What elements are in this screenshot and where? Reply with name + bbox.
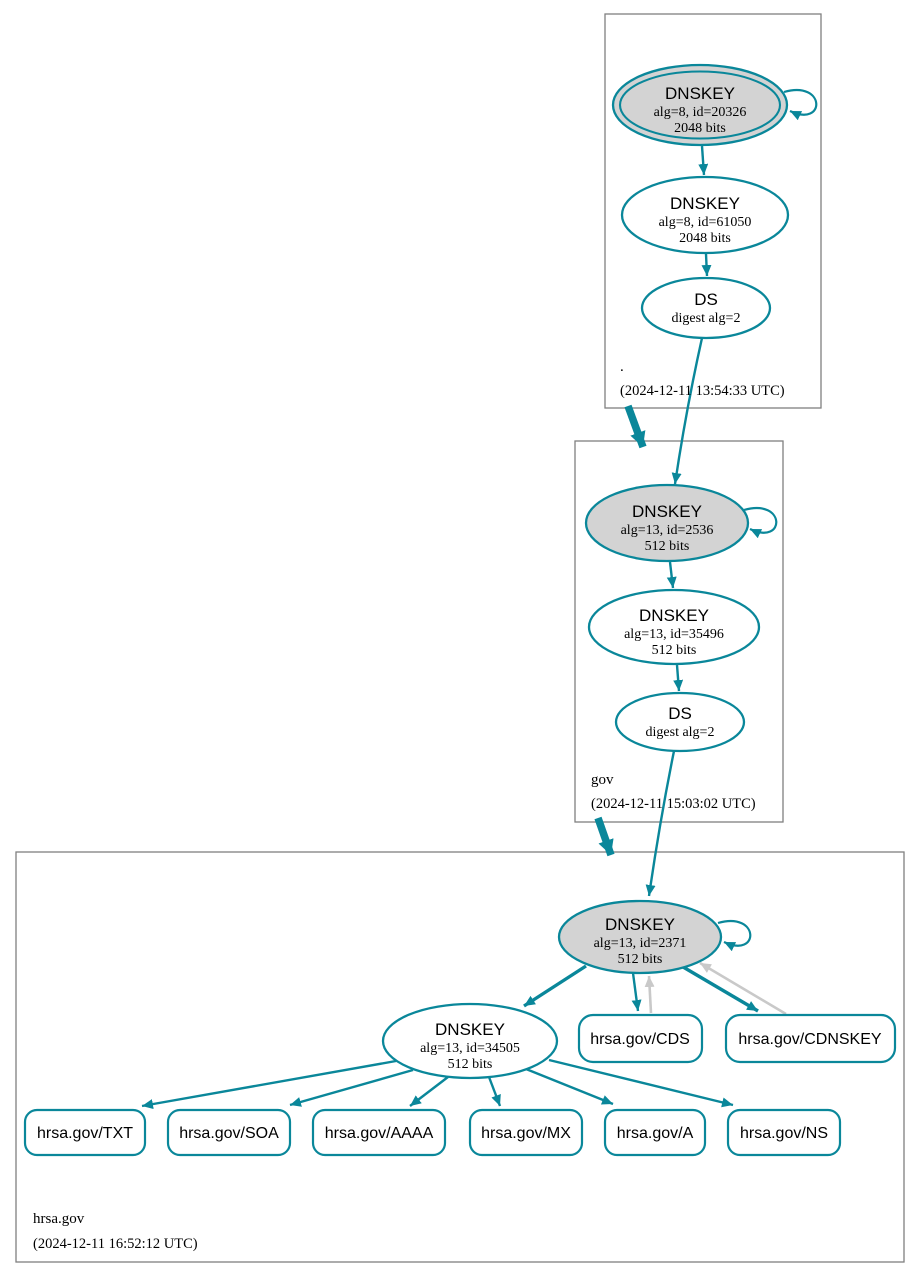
- node-hrsa-zsk-type: DNSKEY: [435, 1020, 505, 1039]
- edge-delegation-root-to-gov: [624, 404, 647, 449]
- node-root-ksk-alg: alg=8, id=20326: [654, 105, 747, 120]
- node-root-ds-digest: digest alg=2: [672, 311, 741, 326]
- node-gov-zsk[interactable]: DNSKEY alg=13, id=35496 512 bits: [587, 588, 761, 666]
- edge-hrsa-ksk-signs-zsk: [523, 964, 587, 1008]
- edge-zsk-signs-aaaa: [409, 1076, 449, 1107]
- node-hrsa-zsk-bits: 512 bits: [448, 1057, 493, 1072]
- node-hrsa-ksk[interactable]: DNSKEY alg=13, id=2371 512 bits: [557, 899, 723, 975]
- node-hrsa-ksk-bits: 512 bits: [618, 952, 663, 967]
- node-hrsa-aaaa[interactable]: hrsa.gov/AAAA: [311, 1108, 447, 1157]
- edge-hrsa-ksk-signs-cds: [631, 972, 642, 1012]
- node-root-ds-type: DS: [694, 290, 718, 309]
- node-hrsa-txt[interactable]: hrsa.gov/TXT: [23, 1108, 147, 1157]
- node-hrsa-ns-label: hrsa.gov/NS: [740, 1125, 828, 1142]
- node-hrsa-ksk-alg: alg=13, id=2371: [594, 936, 687, 951]
- node-hrsa-cdnskey[interactable]: hrsa.gov/CDNSKEY: [724, 1013, 897, 1064]
- zone-timestamp-root: (2024-12-11 13:54:33 UTC): [620, 383, 785, 399]
- node-hrsa-a[interactable]: hrsa.gov/A: [603, 1108, 707, 1157]
- node-hrsa-soa[interactable]: hrsa.gov/SOA: [166, 1108, 292, 1157]
- node-root-ksk[interactable]: DNSKEY alg=8, id=20326 2048 bits: [611, 63, 789, 147]
- node-hrsa-a-label: hrsa.gov/A: [617, 1125, 694, 1142]
- zone-label-hrsa-gov: hrsa.gov: [33, 1211, 85, 1227]
- node-hrsa-cdnskey-label: hrsa.gov/CDNSKEY: [738, 1031, 881, 1048]
- edge-delegation-gov-to-hrsa: [594, 816, 615, 857]
- node-gov-zsk-bits: 512 bits: [652, 643, 697, 658]
- edge-gov-ksk-self-sign: [743, 507, 778, 539]
- edge-zsk-signs-ns: [548, 1058, 734, 1108]
- node-root-ksk-type: DNSKEY: [665, 84, 735, 103]
- node-hrsa-ns[interactable]: hrsa.gov/NS: [726, 1108, 842, 1157]
- zone-label-root: .: [620, 359, 624, 375]
- node-gov-ksk-alg: alg=13, id=2536: [621, 523, 714, 538]
- edge-root-ksk-self-sign: [783, 89, 818, 121]
- edge-root-zsk-signs-ds: [701, 253, 712, 277]
- node-gov-zsk-type: DNSKEY: [639, 606, 709, 625]
- node-hrsa-zsk-alg: alg=13, id=34505: [420, 1041, 520, 1056]
- node-gov-ksk[interactable]: DNSKEY alg=13, id=2536 512 bits: [584, 483, 750, 563]
- edge-gov-ds-to-hrsa-ksk: [645, 750, 676, 897]
- node-hrsa-cds[interactable]: hrsa.gov/CDS: [577, 1013, 704, 1064]
- edge-zsk-signs-soa: [289, 1068, 414, 1107]
- node-gov-zsk-alg: alg=13, id=35496: [624, 627, 724, 642]
- node-hrsa-txt-label: hrsa.gov/TXT: [37, 1125, 133, 1142]
- node-gov-ksk-type: DNSKEY: [632, 502, 702, 521]
- node-root-ksk-bits: 2048 bits: [674, 121, 726, 136]
- edge-gov-zsk-signs-ds: [673, 664, 684, 692]
- node-hrsa-ksk-type: DNSKEY: [605, 915, 675, 934]
- edge-hrsa-ksk-signs-cdnskey: [677, 962, 759, 1013]
- node-hrsa-cds-label: hrsa.gov/CDS: [590, 1031, 690, 1048]
- node-root-ds[interactable]: DS digest alg=2: [640, 276, 772, 340]
- node-hrsa-mx-label: hrsa.gov/MX: [481, 1125, 571, 1142]
- zone-timestamp-gov: (2024-12-11 15:03:02 UTC): [591, 796, 756, 812]
- node-root-zsk-alg: alg=8, id=61050: [659, 215, 752, 230]
- node-hrsa-mx[interactable]: hrsa.gov/MX: [468, 1108, 584, 1157]
- edge-cds-to-hrsa-ksk: [644, 975, 655, 1014]
- node-hrsa-zsk[interactable]: DNSKEY alg=13, id=34505 512 bits: [381, 1002, 559, 1080]
- zone-label-gov: gov: [591, 772, 614, 788]
- edge-hrsa-ksk-self-sign: [717, 920, 752, 952]
- node-root-zsk[interactable]: DNSKEY alg=8, id=61050 2048 bits: [620, 175, 790, 255]
- edge-zsk-signs-a: [525, 1067, 614, 1106]
- node-gov-ds[interactable]: DS digest alg=2: [614, 691, 746, 753]
- edge-zsk-signs-mx: [487, 1076, 502, 1107]
- node-gov-ds-type: DS: [668, 704, 692, 723]
- node-gov-ds-digest: digest alg=2: [646, 725, 715, 740]
- node-root-zsk-type: DNSKEY: [670, 194, 740, 213]
- edge-cdnskey-to-hrsa-ksk: [699, 961, 787, 1016]
- edge-root-ds-to-gov-ksk: [671, 337, 704, 485]
- zone-timestamp-hrsa-gov: (2024-12-11 16:52:12 UTC): [33, 1236, 198, 1252]
- node-root-zsk-bits: 2048 bits: [679, 231, 731, 246]
- edge-gov-ksk-signs-zsk: [666, 561, 677, 589]
- node-hrsa-aaaa-label: hrsa.gov/AAAA: [325, 1125, 434, 1142]
- edge-root-ksk-signs-zsk: [698, 145, 709, 176]
- edge-zsk-signs-txt: [141, 1059, 397, 1110]
- node-gov-ksk-bits: 512 bits: [645, 539, 690, 554]
- node-hrsa-soa-label: hrsa.gov/SOA: [179, 1125, 279, 1142]
